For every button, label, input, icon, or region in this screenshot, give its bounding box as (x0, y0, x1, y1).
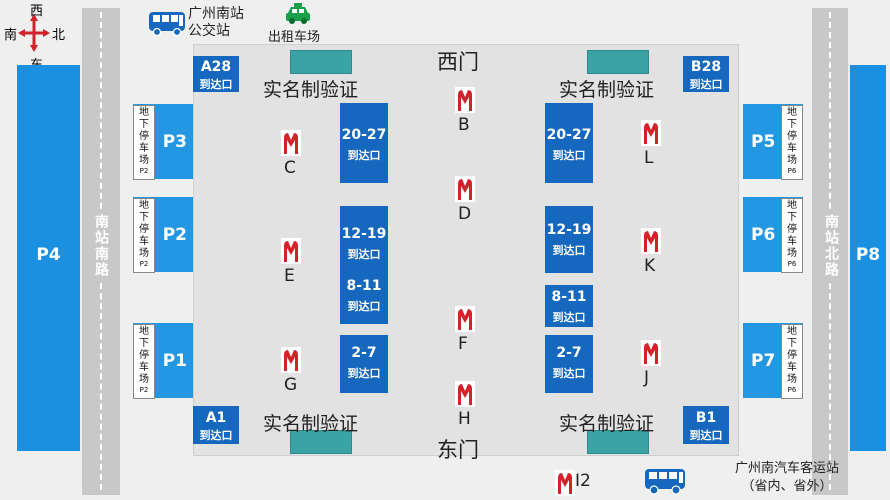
metro-label-B: B (458, 115, 470, 135)
verify-top-right: 实名制验证 (559, 79, 655, 101)
coach-station-line2: （省内、省外） (741, 479, 833, 494)
metro-icon-C[interactable] (281, 130, 301, 156)
parking-P8[interactable]: P8 (850, 65, 886, 451)
metro-label-F: F (458, 334, 468, 354)
platform-exit-2-7-right[interactable]: 2-7 到达口 (545, 335, 593, 393)
entrance-east-right (587, 430, 649, 454)
underground-parking-left-2[interactable]: 地下停车场 P2 (133, 198, 155, 273)
metro-label-L: L (644, 148, 654, 168)
underground-parking-left-1[interactable]: 地下停车场 P2 (133, 105, 155, 180)
coach-bus-icon (645, 469, 685, 495)
exit-B1[interactable]: B1 到达口 (683, 406, 729, 444)
compass-south: 南 (4, 28, 18, 43)
exit-A28[interactable]: A28 到达口 (193, 56, 239, 92)
metro-icon-K[interactable] (641, 228, 661, 254)
metro-icon-D[interactable] (455, 176, 475, 202)
metro-label-D: D (458, 204, 472, 224)
coach-station-label: 广州南汽车客运站 （省内、省外） (688, 460, 886, 496)
parking-P4[interactable]: P4 (17, 65, 80, 451)
metro-label-J: J (644, 368, 650, 388)
platform-exit-8-11-right[interactable]: 8-11 到达口 (545, 285, 593, 327)
metro-label-K: K (644, 256, 656, 276)
parking-P8-label: P8 (855, 245, 881, 265)
underground-parking-right-3[interactable]: 地下停车场 P6 (781, 324, 803, 399)
verify-bottom-right: 实名制验证 (559, 413, 655, 435)
underground-parking-right-2[interactable]: 地下停车场 P6 (781, 198, 803, 273)
underground-parking-right-1[interactable]: 地下停车场 P6 (781, 105, 803, 180)
exit-B28[interactable]: B28 到达口 (683, 56, 729, 92)
platform-exit-12-19-right[interactable]: 12-19 到达口 (545, 206, 593, 273)
metro-label-C: C (284, 158, 296, 178)
exit-A1[interactable]: A1 到达口 (193, 406, 239, 444)
metro-icon-J[interactable] (641, 340, 661, 366)
platform-exit-12-19-left[interactable]: 12-19 到达口 8-11 到达口 (340, 206, 388, 324)
metro-icon-B[interactable] (455, 87, 475, 113)
platform-exit-20-27-right[interactable]: 20-27 到达口 (545, 103, 593, 183)
bus-station-line2: 公交站 (188, 23, 230, 39)
metro-label-E: E (284, 266, 295, 286)
metro-label-I2: I2 (575, 471, 591, 491)
platform-exit-20-27-left[interactable]: 20-27 到达口 (340, 103, 388, 183)
metro-label-H: H (458, 409, 471, 429)
entrance-west-left (290, 50, 352, 74)
underground-parking-left-3[interactable]: 地下停车场 P2 (133, 324, 155, 399)
compass-west: 西 (30, 4, 44, 19)
metro-icon-H[interactable] (455, 381, 475, 407)
compass: 西 南 北 东 (4, 2, 66, 73)
bus-station-line1: 广州南站 (188, 6, 244, 22)
road-north-label: 南站北路 (820, 210, 842, 282)
bus-station-label: 广州南站 公交站 (188, 6, 244, 40)
taxi-label: 出租车场 (268, 30, 321, 45)
road-south-label: 南站南路 (90, 210, 112, 282)
entrance-east-left (290, 430, 352, 454)
compass-icon (18, 14, 50, 52)
metro-icon-F[interactable] (455, 306, 475, 332)
metro-label-G: G (284, 375, 298, 395)
platform-exit-2-7-left[interactable]: 2-7 到达口 (340, 335, 388, 393)
coach-station-line1: 广州南汽车客运站 (734, 461, 839, 476)
compass-north: 北 (52, 28, 66, 43)
verify-top-left: 实名制验证 (263, 79, 359, 101)
bus-icon (149, 12, 185, 36)
metro-icon-G[interactable] (281, 347, 301, 373)
metro-icon-I2[interactable] (555, 470, 575, 496)
entrance-west-right (587, 50, 649, 74)
gate-west: 西门 (437, 50, 479, 74)
taxi-icon (286, 3, 310, 24)
parking-P4-label: P4 (36, 245, 61, 265)
metro-icon-L[interactable] (641, 120, 661, 146)
gate-east: 东门 (437, 438, 479, 462)
verify-bottom-left: 实名制验证 (263, 413, 359, 435)
metro-icon-E[interactable] (281, 238, 301, 264)
